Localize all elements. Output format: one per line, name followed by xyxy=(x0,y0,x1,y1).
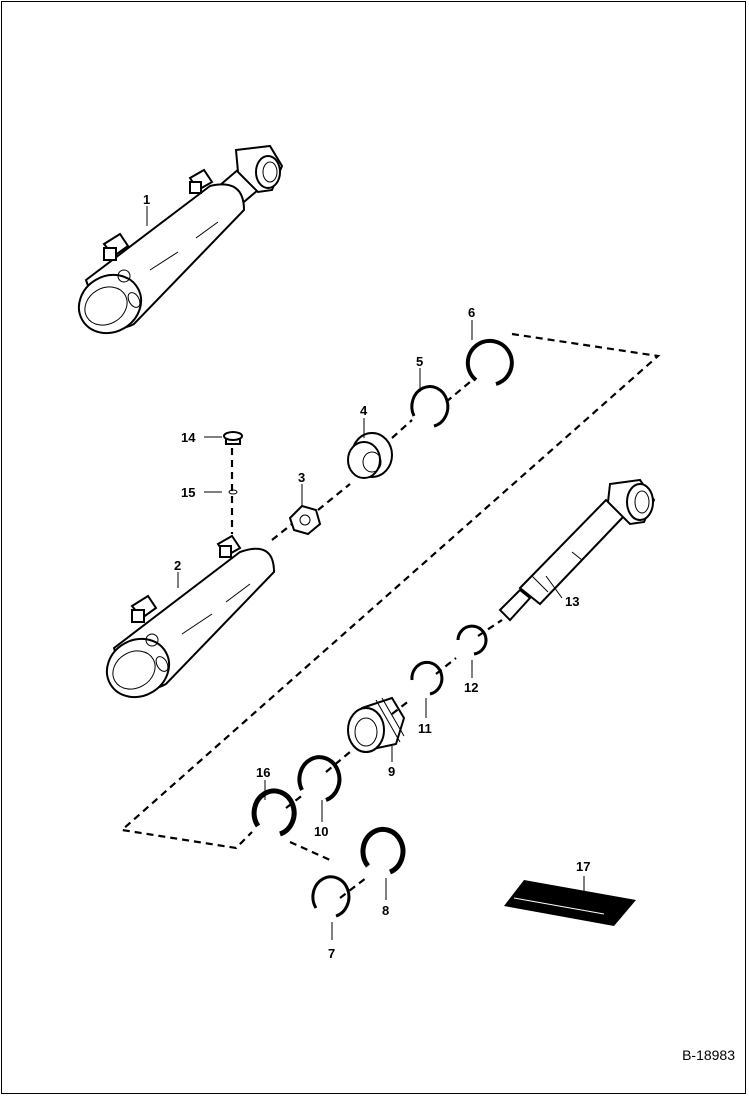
part-12-ring xyxy=(456,624,488,656)
leader-lines xyxy=(146,206,585,940)
callout-15: 15 xyxy=(181,485,195,500)
callout-12: 12 xyxy=(464,680,478,695)
assembly-centerlines xyxy=(230,381,503,899)
kit-boundary-dashed xyxy=(119,332,661,850)
callout-8: 8 xyxy=(382,903,389,918)
callout-labels: 1 2 3 4 5 6 7 8 9 10 11 12 13 14 15 16 1… xyxy=(143,192,590,961)
callout-2: 2 xyxy=(174,558,181,573)
part-5-ring xyxy=(410,385,450,428)
figure-reference-number: B-18983 xyxy=(682,1047,735,1063)
part-10-ring xyxy=(297,755,342,802)
part-16-ring xyxy=(251,788,297,837)
callout-10: 10 xyxy=(314,824,328,839)
part-11-ring xyxy=(410,660,444,696)
callout-5: 5 xyxy=(416,354,423,369)
part-3-nut xyxy=(288,504,322,536)
part-17-decal xyxy=(504,880,636,926)
callout-4: 4 xyxy=(360,403,368,418)
callout-13: 13 xyxy=(565,594,579,609)
part-2-barrel xyxy=(105,534,276,699)
part-13-rod xyxy=(498,478,656,622)
part-14-plug xyxy=(223,431,243,445)
callout-1: 1 xyxy=(143,192,150,207)
callout-14: 14 xyxy=(181,430,196,445)
callout-11: 11 xyxy=(418,721,432,736)
callout-6: 6 xyxy=(468,305,475,320)
part-4-piston xyxy=(347,432,393,479)
part-9-gland xyxy=(347,696,406,753)
callout-9: 9 xyxy=(388,764,395,779)
part-6-ring xyxy=(465,338,514,386)
callout-7: 7 xyxy=(328,946,335,961)
callout-16: 16 xyxy=(256,765,270,780)
part-7-ring xyxy=(311,875,351,918)
part-1-cylinder-assembly xyxy=(77,144,284,335)
callout-17: 17 xyxy=(576,859,590,874)
callout-3: 3 xyxy=(298,470,305,485)
part-8-ring xyxy=(360,826,406,875)
